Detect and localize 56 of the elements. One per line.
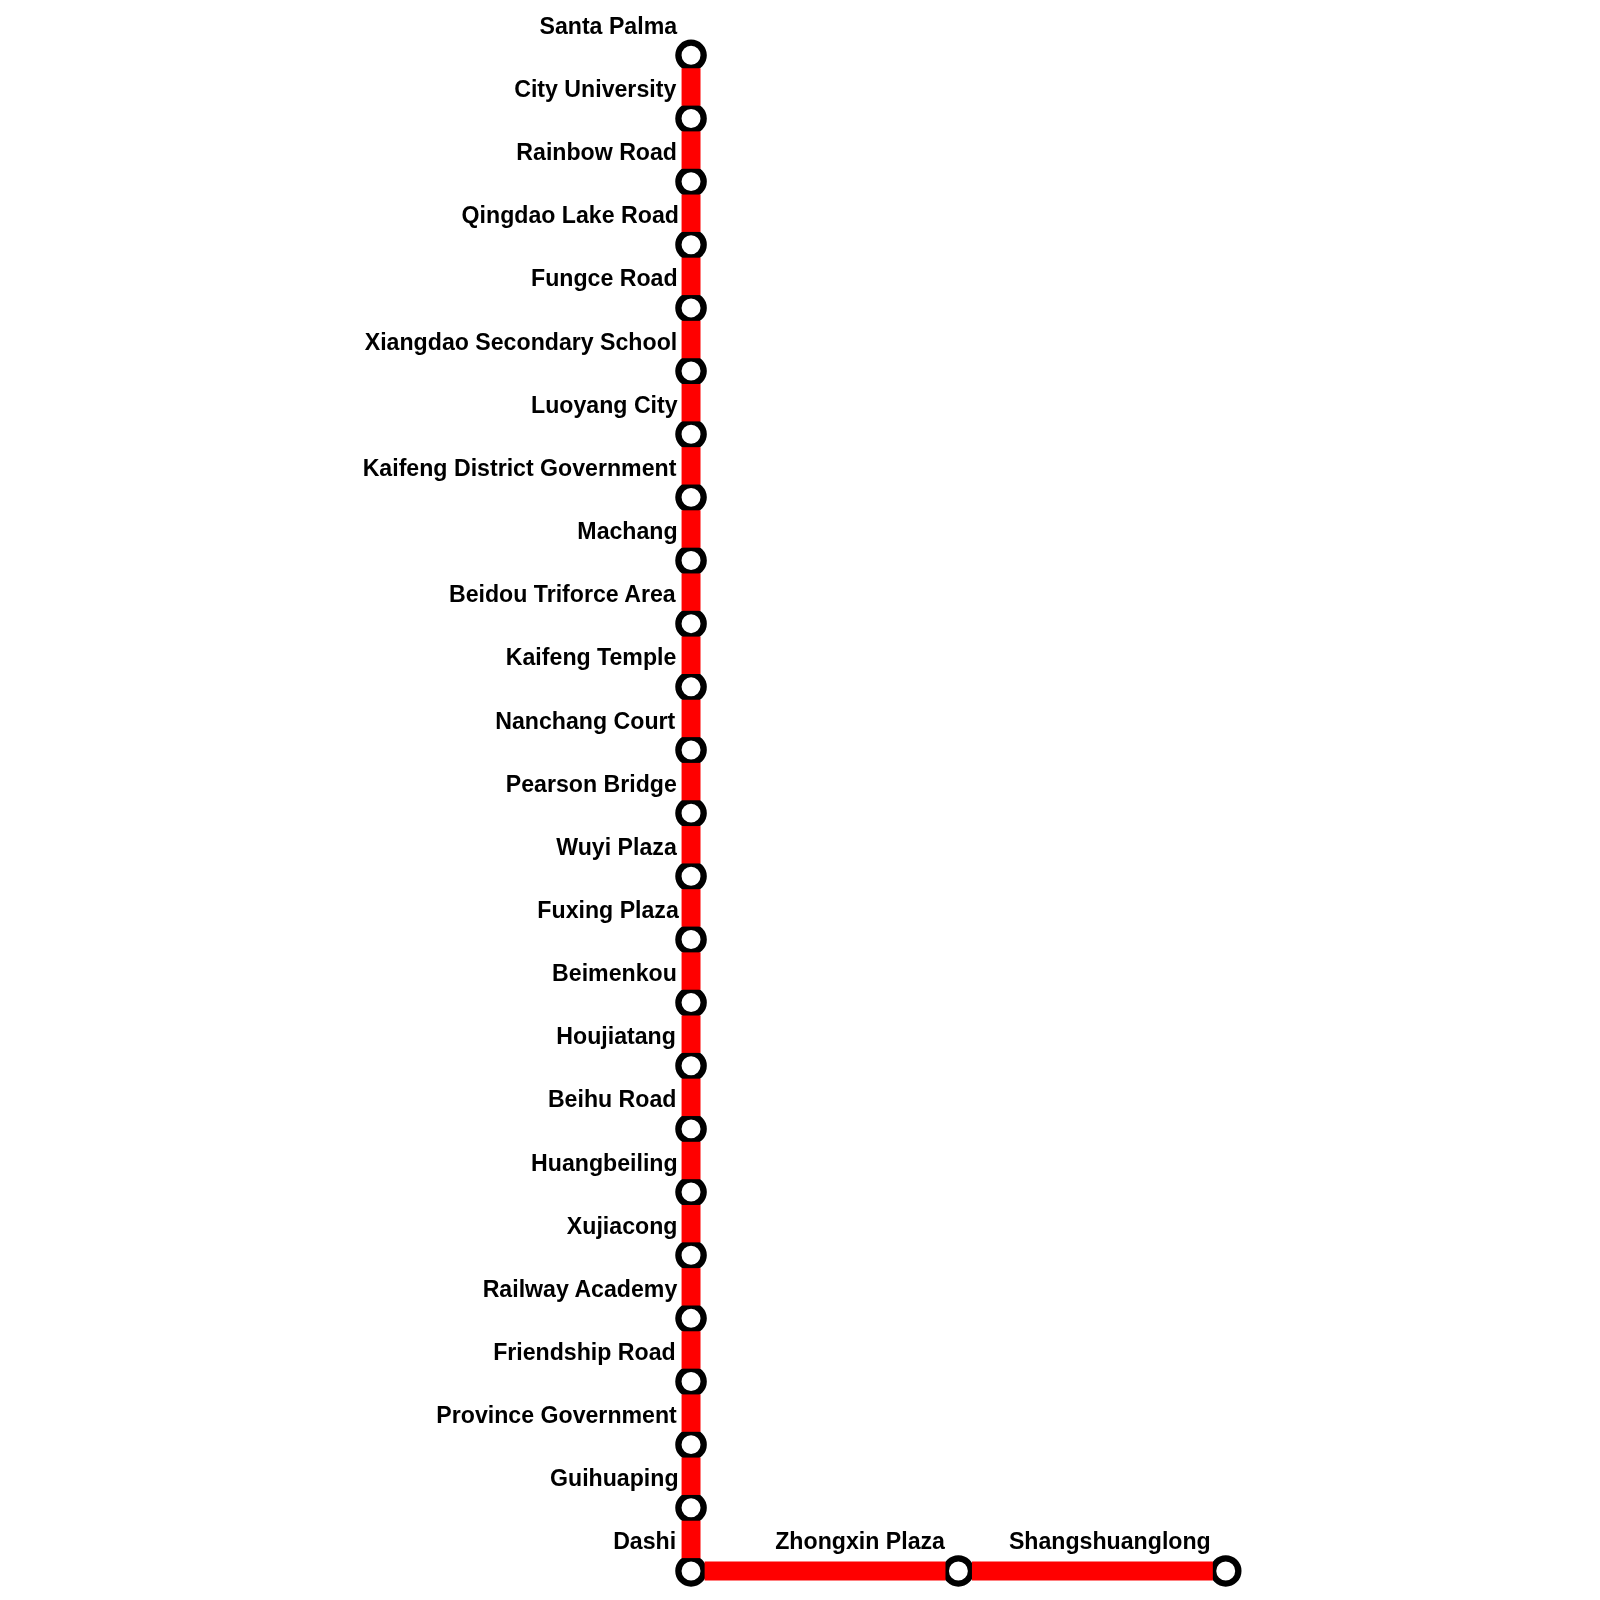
node-label: Xujiacong [566, 1212, 677, 1239]
connector [681, 509, 700, 548]
connector [681, 1393, 700, 1432]
node-label: Zhongxin Plaza [774, 1527, 945, 1554]
node-label: Beihu Road [547, 1085, 676, 1112]
connector [681, 67, 700, 106]
connector [681, 1267, 700, 1305]
connector [681, 1015, 700, 1053]
node-label: Dashi [612, 1527, 676, 1554]
connector [681, 130, 700, 169]
node-label: Huangbeiling [530, 1149, 678, 1176]
node-circle [674, 39, 707, 71]
node-label: Beimenkou [551, 959, 677, 986]
connector [681, 383, 700, 421]
connector [681, 1330, 700, 1369]
node-label: Rainbow Road [515, 138, 677, 165]
node-label: Nanchang Court [494, 707, 675, 734]
connector [681, 1078, 700, 1116]
node-label: Province Government [435, 1401, 677, 1428]
connector [681, 1457, 700, 1495]
connector [681, 1520, 700, 1558]
connector [681, 825, 700, 863]
connector [681, 762, 700, 800]
node-label: Fungce Road [530, 264, 678, 291]
connector [681, 951, 700, 990]
node-label: Guihuaping [549, 1464, 679, 1491]
connector [681, 636, 700, 674]
connector [681, 699, 700, 737]
connector [681, 194, 700, 232]
node-label: Xiangdao Secondary School [364, 328, 677, 355]
node-label: Friendship Road [492, 1338, 676, 1365]
connector [681, 257, 700, 295]
node-label: Pearson Bridge [505, 770, 677, 797]
node-label: Machang [576, 517, 678, 544]
connector [971, 1560, 1213, 1580]
node-label: Houjiatang [555, 1022, 676, 1049]
connector [681, 572, 700, 611]
node-circle [674, 860, 707, 892]
node-label: Qingdao Lake Road [461, 201, 679, 228]
node-label: Shangshuanglong [1008, 1527, 1211, 1554]
node-label: Wuyi Plaza [555, 833, 677, 860]
connector [681, 1204, 700, 1242]
node-circle [942, 1554, 974, 1587]
connector [681, 320, 700, 358]
node-label: Fuxing Plaza [536, 896, 679, 923]
node-label: Kaifeng District Government [362, 454, 676, 481]
connector [681, 1141, 700, 1179]
connector [681, 446, 700, 485]
connector [704, 1560, 945, 1580]
node-label: Luoyang City [530, 391, 678, 418]
node-label: Santa Palma [538, 12, 677, 39]
connector [681, 888, 700, 927]
node-label: City University [513, 75, 676, 102]
node-label: Beidou Triforce Area [448, 580, 676, 607]
node-label: Railway Academy [482, 1275, 677, 1302]
node-label: Kaifeng Temple [505, 643, 676, 670]
